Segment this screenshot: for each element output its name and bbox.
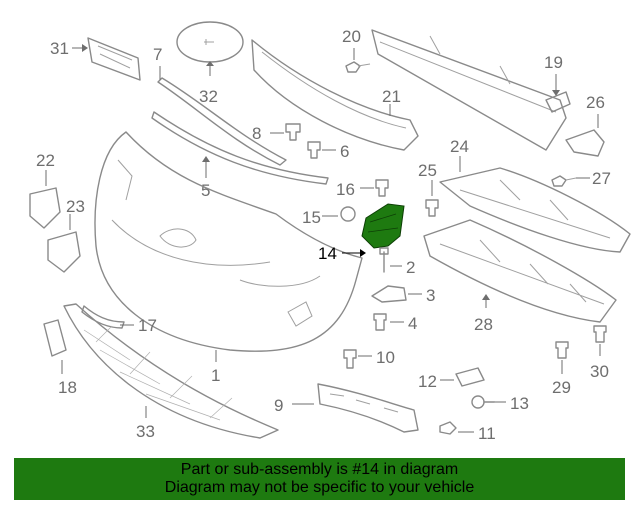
callout-1[interactable]: 1 xyxy=(211,366,220,385)
callout-14[interactable]: 14 xyxy=(318,244,337,263)
part-12-sensor xyxy=(440,367,485,387)
part-20-bolt xyxy=(345,48,371,73)
part-33-lower-grille xyxy=(63,303,279,439)
callout-12[interactable]: 12 xyxy=(418,372,437,391)
callout-17[interactable]: 17 xyxy=(138,316,157,335)
part-17-strip xyxy=(81,305,134,329)
callout-23[interactable]: 23 xyxy=(66,197,85,216)
part-32-emblem xyxy=(176,21,244,76)
part-14-highlighted-bracket[interactable] xyxy=(342,203,405,257)
part-11-bolt xyxy=(439,421,474,435)
callout-19[interactable]: 19 xyxy=(544,53,563,72)
callout-31[interactable]: 31 xyxy=(50,39,69,58)
callout-20[interactable]: 20 xyxy=(342,27,361,46)
callout-3[interactable]: 3 xyxy=(426,286,435,305)
callout-33[interactable]: 33 xyxy=(136,422,155,441)
part-15-nut xyxy=(322,206,356,222)
callout-28[interactable]: 28 xyxy=(474,315,493,334)
part-23-side-bracket xyxy=(47,214,81,273)
callout-2[interactable]: 2 xyxy=(406,258,415,277)
callout-22[interactable]: 22 xyxy=(36,151,55,170)
footer-line-disclaimer: Diagram may not be specific to your vehi… xyxy=(164,479,475,496)
part-16-clip xyxy=(360,179,389,197)
callout-8[interactable]: 8 xyxy=(252,124,261,143)
part-1-bumper-cover xyxy=(94,131,363,362)
callout-15[interactable]: 15 xyxy=(302,208,321,227)
part-27-bolt xyxy=(551,175,590,187)
callout-9[interactable]: 9 xyxy=(274,396,283,415)
callout-32[interactable]: 32 xyxy=(199,87,218,106)
callout-7[interactable]: 7 xyxy=(153,45,162,64)
parts-diagram: 32 31 7 5 8 6 20 21 xyxy=(29,21,631,443)
callout-4[interactable]: 4 xyxy=(408,314,417,333)
part-19-reinforcement xyxy=(371,29,571,151)
callout-25[interactable]: 25 xyxy=(418,161,437,180)
part-5-molding xyxy=(151,111,329,185)
part-18-endcap xyxy=(43,319,67,374)
part-26-bracket xyxy=(565,114,605,157)
part-10-bolt xyxy=(343,349,372,369)
callout-11[interactable]: 11 xyxy=(478,424,496,443)
callout-18[interactable]: 18 xyxy=(58,378,77,397)
callout-16[interactable]: 16 xyxy=(336,180,355,199)
part-31-bracket xyxy=(72,37,141,81)
part-24-upper-undercover xyxy=(439,156,631,253)
part-21-absorber xyxy=(251,39,419,151)
part-28-lower-undercover xyxy=(423,219,617,323)
part-7-trim-strip xyxy=(157,66,287,166)
callout-26[interactable]: 26 xyxy=(586,93,605,112)
callout-6[interactable]: 6 xyxy=(340,142,349,161)
footer-line-part-info: Part or sub-assembly is #14 in diagram xyxy=(180,461,459,478)
part-4-clip xyxy=(373,313,404,331)
callout-30[interactable]: 30 xyxy=(590,362,609,381)
part-3-bracket xyxy=(371,285,422,303)
part-22-side-bracket xyxy=(29,170,61,229)
callout-29[interactable]: 29 xyxy=(552,378,571,397)
callout-10[interactable]: 10 xyxy=(376,348,395,367)
part-2-bolt xyxy=(379,247,402,273)
callout-5[interactable]: 5 xyxy=(201,181,210,200)
part-25-bolt xyxy=(425,180,439,217)
part-9-lower-bracket xyxy=(292,383,419,433)
part-29-clip xyxy=(555,341,569,374)
callout-21[interactable]: 21 xyxy=(382,87,401,106)
footer-banner: Part or sub-assembly is #14 in diagram D… xyxy=(14,458,625,500)
part-30-clip xyxy=(593,325,607,356)
part-13-screw xyxy=(471,395,506,409)
callout-13[interactable]: 13 xyxy=(510,394,529,413)
callout-27[interactable]: 27 xyxy=(592,169,611,188)
callout-24[interactable]: 24 xyxy=(450,137,469,156)
part-6-bolt xyxy=(307,141,336,159)
part-8-clip xyxy=(270,123,301,141)
